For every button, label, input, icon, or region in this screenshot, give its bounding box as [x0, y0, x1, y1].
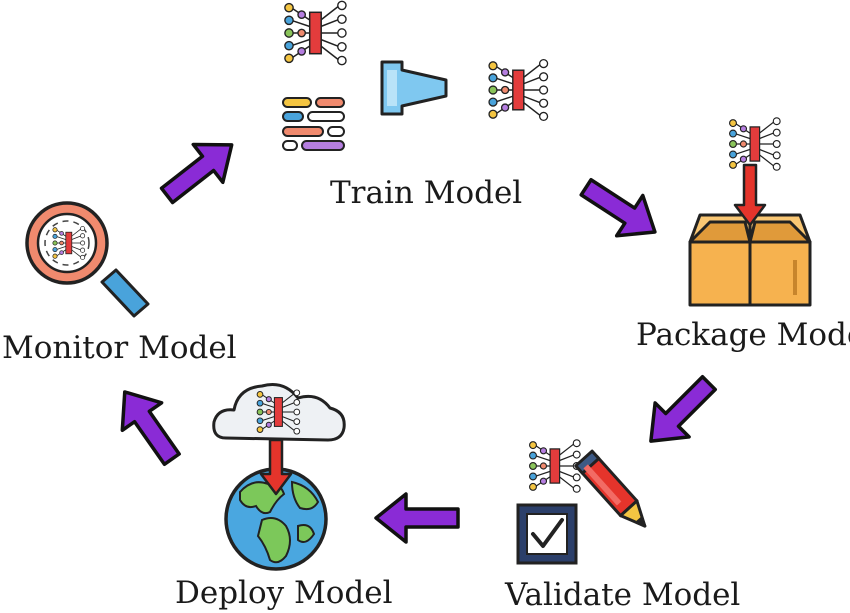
cycle-arrow-icon	[374, 492, 460, 544]
deploy-model-label: Deploy Model	[175, 575, 393, 611]
insert-arrow-icon	[733, 163, 767, 227]
monitor-model-icon-group	[25, 201, 150, 318]
box-icon	[688, 213, 812, 307]
neural-network-icon	[488, 58, 549, 122]
magnifier-icon	[25, 201, 150, 318]
checkbox-icon	[516, 503, 578, 565]
monitor-model-label: Monitor Model	[2, 330, 237, 366]
neural-network-icon	[728, 117, 781, 171]
pen-icon	[574, 449, 647, 528]
package-model-icon-group	[688, 117, 812, 307]
train-model-icon-group	[282, 0, 549, 151]
download-arrow-icon	[259, 438, 293, 496]
data-lines-icon	[282, 97, 345, 151]
cycle-arrow-icon	[150, 124, 249, 217]
package-model-label: Package Model	[636, 317, 850, 353]
neural-network-icon	[528, 439, 581, 493]
cycle-arrow-icon	[632, 364, 728, 460]
validate-model-icon-group	[516, 439, 647, 565]
train-model-label: Train Model	[330, 175, 523, 211]
validate-model-label: Validate Model	[505, 577, 741, 613]
neural-network-icon	[284, 0, 347, 66]
cycle-arrow-icon	[571, 165, 670, 254]
cycle-arrow-icon	[103, 376, 194, 475]
funnel-icon	[380, 60, 448, 116]
deploy-model-icon-group	[212, 383, 346, 571]
